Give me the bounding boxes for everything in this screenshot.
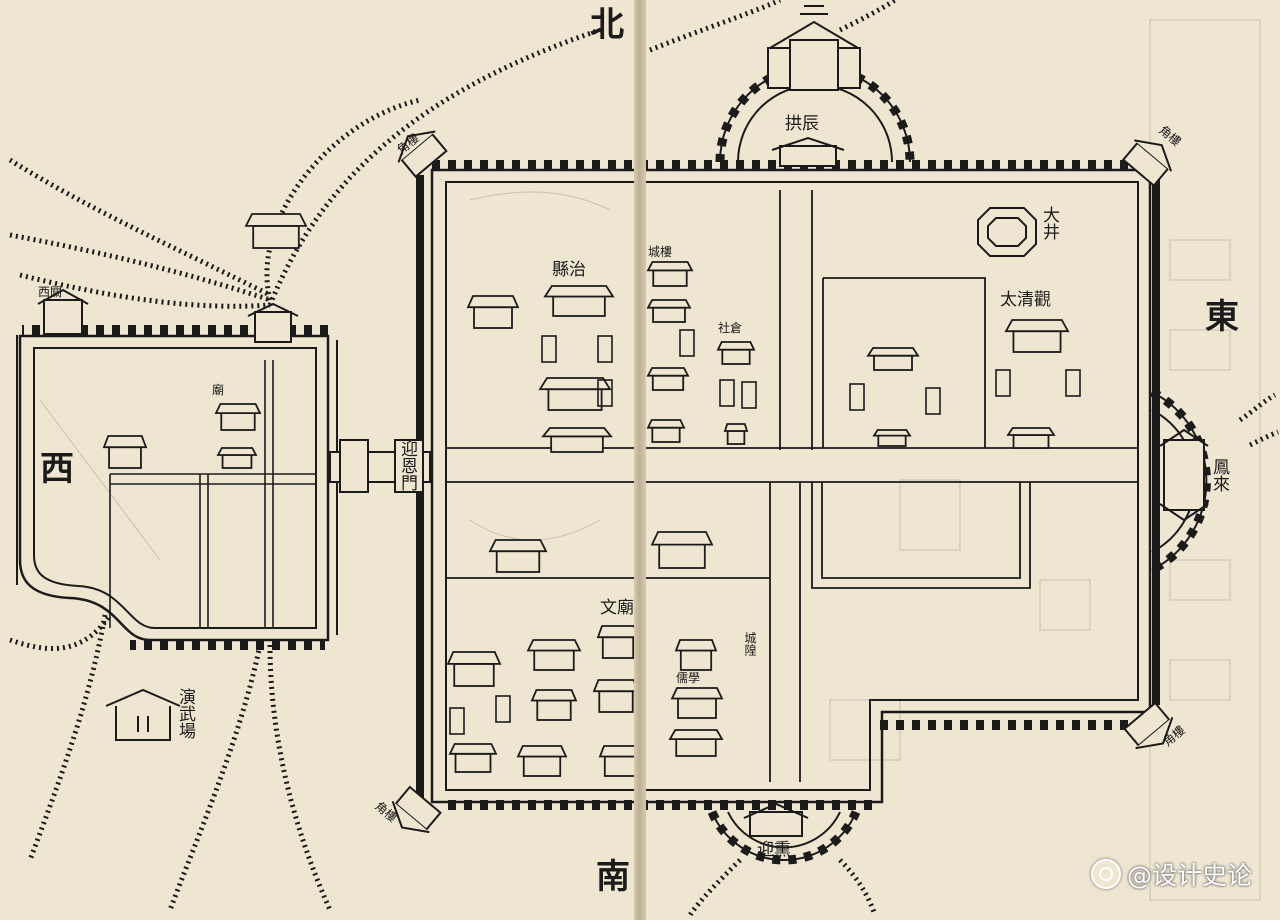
hall-building-icon: [723, 423, 749, 445]
hall-building-icon: [1006, 427, 1056, 449]
side-pavilion-icon: [995, 369, 1011, 397]
side-pavilion-icon: [597, 335, 613, 363]
camera-lens-icon: [1090, 859, 1121, 889]
east-gate-label: 鳳來: [1209, 458, 1229, 492]
faint-background-sketch: [39, 19, 1261, 901]
side-pavilion-icon: [1065, 369, 1081, 397]
corner-towers: [391, 130, 1174, 834]
hatched-roads: [8, 0, 1279, 917]
hall-building-icon: [670, 687, 724, 719]
east-gate: [1149, 387, 1211, 575]
north-gate: [715, 5, 915, 167]
hall-building-icon: [538, 377, 612, 411]
side-pavilion-icon: [495, 695, 511, 723]
connecting-gate-label: 迎恩門: [397, 440, 417, 491]
buildings: [102, 213, 1081, 777]
side-pavilion-icon: [849, 383, 865, 411]
hall-building-icon: [541, 427, 613, 453]
watermark: @设计史论: [1090, 856, 1252, 892]
hall-building-icon: [668, 729, 724, 757]
hall-building-icon: [866, 347, 920, 371]
west-gate-tower-label: 西關: [38, 285, 63, 299]
hall-building-icon: [466, 295, 520, 329]
hall-building-icon: [446, 651, 502, 687]
book-spine: [634, 0, 646, 920]
hall-building-icon: [488, 539, 548, 573]
south-gate-label: 迎熏: [757, 840, 791, 860]
hall-building-icon: [650, 531, 714, 569]
hall-building-icon: [448, 743, 498, 773]
drill-ground-label: 演武場: [175, 688, 195, 739]
main-city-wall: [415, 160, 1165, 810]
school-label: 儒學: [676, 671, 701, 685]
confucian-temple-label: 文廟: [600, 598, 634, 618]
city-god-label: 城隍: [743, 632, 757, 656]
side-pavilion-icon: [719, 379, 735, 407]
hall-building-icon: [596, 625, 640, 659]
hall-building-icon: [216, 447, 258, 469]
hall-building-icon: [543, 285, 615, 317]
hall-building-icon: [102, 435, 148, 469]
great-well-label: 大井: [1039, 206, 1059, 240]
taoist-temple-label: 太清觀: [1000, 290, 1051, 310]
side-pavilion-icon: [925, 387, 941, 415]
north-gate-label: 拱辰: [785, 114, 819, 134]
county-office-label: 縣治: [552, 260, 586, 280]
hall-building-icon: [674, 639, 718, 671]
side-pavilion-icon: [679, 329, 695, 357]
west-annex-wall: [8, 288, 338, 650]
great-well-icon: [977, 207, 1037, 257]
drill-ground-hall: [105, 688, 181, 741]
hall-building-icon: [526, 639, 582, 671]
hall-building-icon: [516, 745, 568, 777]
hall-building-icon: [592, 679, 640, 713]
side-pavilion-icon: [449, 707, 465, 735]
west-temple-label: 廟: [212, 383, 225, 397]
rampart-tower-label: 城樓: [648, 245, 673, 259]
east-label: 東: [1205, 297, 1239, 337]
hall-building-icon: [716, 341, 756, 365]
west-label: 西: [40, 449, 74, 489]
hall-building-icon: [1004, 319, 1070, 353]
connecting-gate: [329, 439, 431, 493]
hall-building-icon: [872, 429, 912, 447]
hall-building-icon: [244, 213, 308, 249]
side-pavilion-icon: [541, 335, 557, 363]
south-gate: [707, 802, 861, 865]
watermark-text: @设计史论: [1126, 861, 1252, 890]
granary-label: 社倉: [718, 321, 743, 335]
hall-building-icon: [646, 419, 686, 443]
hall-building-icon: [646, 261, 694, 287]
side-pavilion-icon: [741, 381, 757, 409]
hall-building-icon: [646, 299, 692, 323]
hall-building-icon: [646, 367, 690, 391]
side-pavilion-icon: [597, 379, 613, 407]
south-label: 南: [596, 857, 630, 897]
hall-building-icon: [530, 689, 578, 721]
north-label: 北: [590, 5, 624, 45]
hall-building-icon: [214, 403, 262, 431]
